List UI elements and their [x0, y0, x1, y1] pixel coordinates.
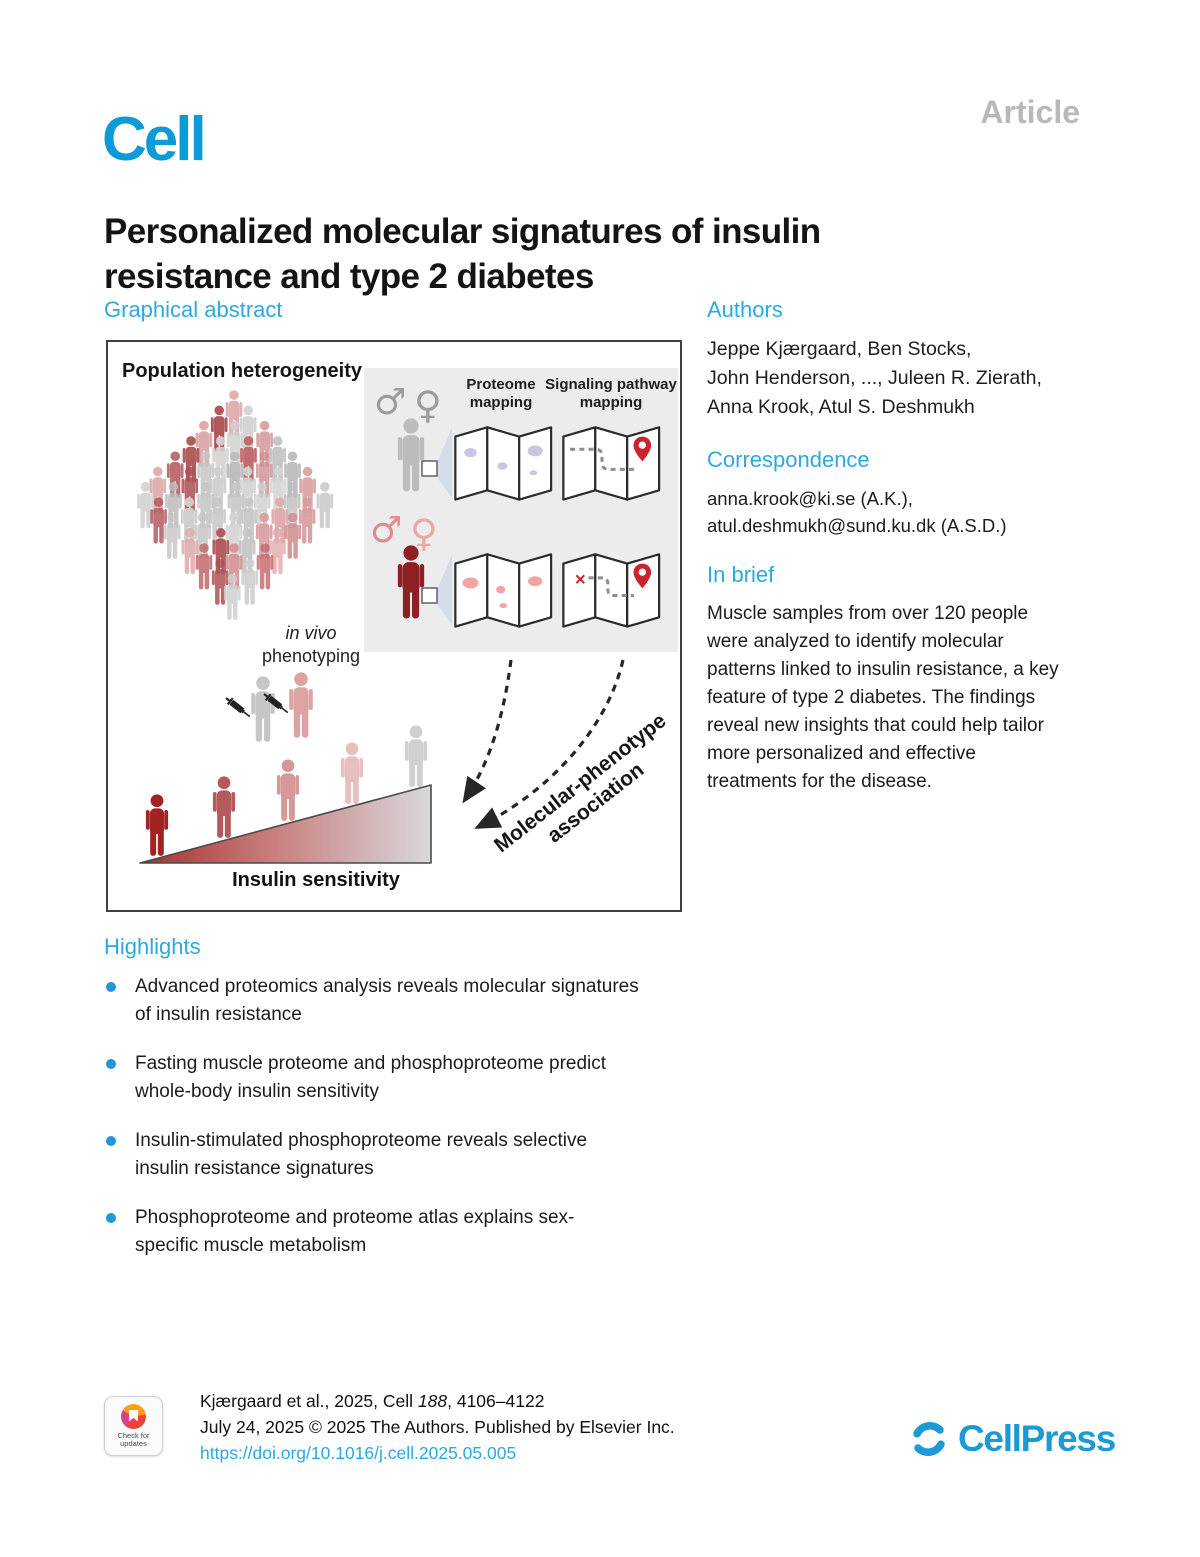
bullet-icon — [106, 1059, 116, 1069]
proteome-map-gray-icon — [454, 426, 553, 501]
association-arrows-icon — [462, 659, 625, 829]
x-mark-icon: ✕ — [574, 573, 586, 589]
cellpress-swirl-icon — [913, 1421, 945, 1457]
person-icon — [212, 776, 236, 838]
omics-mapping-panel: ♂ ♀ ♂ ♀ — [364, 368, 678, 652]
insulin-sensitivity-axis-label: Insulin sensitivity — [232, 869, 400, 891]
correspondence-heading: Correspondence — [707, 447, 870, 472]
highlight-item: Phosphoproteome and proteome atlas expla… — [104, 1204, 744, 1260]
cellpress-logo: CellPress — [908, 1418, 1116, 1460]
citation-block: Kjærgaard et al., 2025, Cell 188, 4106–4… — [200, 1388, 675, 1466]
highlights-heading: Highlights — [104, 934, 201, 959]
cell-journal-logo: Cell — [102, 105, 207, 174]
in-brief-text: feature of type 2 diabetes. The findings — [707, 687, 1036, 708]
in-vivo-phenotyping-label: in vivo phenotyping — [261, 623, 361, 666]
highlight-item: Insulin-stimulated phosphoproteome revea… — [104, 1127, 744, 1183]
in-brief-text: treatments for the disease. — [707, 771, 932, 792]
title-line-2: resistance and type 2 diabetes — [104, 257, 594, 297]
authors-line: Jeppe Kjærgaard, Ben Stocks, — [707, 338, 972, 360]
highlights-section: Highlights Advanced proteomics analysis … — [104, 934, 744, 1260]
signaling-map-red-icon: ✕ — [562, 553, 661, 628]
authors-heading: Authors — [707, 297, 783, 322]
graphical-abstract-heading: Graphical abstract — [104, 297, 283, 322]
person-most-resistant-icon — [145, 794, 169, 856]
map-pin-icon — [633, 436, 652, 462]
page-title: Personalized molecular signatures of ins… — [104, 209, 821, 299]
in-brief-text: reveal new insights that could help tail… — [707, 715, 1044, 736]
in-brief-text: Muscle samples from over 120 people — [707, 603, 1029, 624]
phenotyping-scene-icon — [222, 672, 313, 742]
person-icon — [276, 759, 300, 821]
male-symbol-icon: ♂ — [374, 382, 406, 423]
pink-person-icon — [289, 672, 313, 738]
signaling-map-gray-icon — [562, 426, 661, 501]
in-brief-text: more personalized and effective — [707, 743, 976, 764]
person-icon — [340, 742, 364, 804]
highlight-item: Advanced proteomics analysis reveals mol… — [104, 973, 744, 1029]
gray-person-icon — [397, 418, 425, 492]
person-most-sensitive-icon — [404, 725, 428, 787]
dashed-arrow — [474, 659, 625, 829]
map-pin-icon — [633, 563, 652, 589]
graphical-abstract-figure: Population heterogeneity ♂ ♀ — [106, 340, 682, 912]
female-symbol-pink-icon: ♀ — [410, 511, 438, 555]
title-line-1: Personalized molecular signatures of ins… — [104, 212, 821, 252]
bullet-icon — [106, 1213, 116, 1223]
copyright-line: July 24, 2025 © 2025 The Authors. Publis… — [200, 1417, 675, 1437]
dashed-arrow — [462, 659, 513, 804]
cellpress-wordmark: CellPress — [958, 1418, 1116, 1459]
in-brief-text: patterns linked to insulin resistance, a… — [707, 659, 1059, 680]
correspondence-email: atul.deshmukh@sund.ku.dk (A.S.D.) — [707, 515, 1007, 536]
citation-line: Kjærgaard et al., 2025, Cell 188, 4106–4… — [200, 1391, 545, 1411]
article-type-label: Article — [980, 94, 1080, 130]
correspondence-email: anna.krook@ki.se (A.K.), — [707, 488, 913, 509]
badge-text: Check for updates — [117, 1430, 150, 1448]
in-brief-text: were analyzed to identify molecular — [707, 631, 1004, 652]
population-crowd-icon — [137, 390, 334, 620]
molecular-phenotype-association-label: Molecular-phenotype association — [490, 709, 671, 858]
population-heterogeneity-label: Population heterogeneity — [122, 360, 363, 382]
proteome-mapping-label: Proteome mapping — [466, 376, 536, 411]
check-for-updates-badge[interactable]: Check for updates — [104, 1396, 163, 1456]
biopsy-beam — [437, 428, 452, 498]
crossmark-icon — [121, 1403, 146, 1429]
in-brief-heading: In brief — [707, 562, 775, 587]
authors-line: Anna Krook, Atul S. Deshmukh — [707, 396, 975, 418]
signaling-pathway-mapping-label: Signaling pathway mapping — [545, 376, 677, 411]
dark-red-person-icon — [397, 545, 425, 619]
biopsy-beam — [437, 555, 452, 625]
bullet-icon — [106, 982, 116, 992]
bullet-icon — [106, 1136, 116, 1146]
omics-panel-graphic: ♂ ♀ ♂ ♀ — [370, 382, 661, 628]
syringe-icon — [222, 692, 255, 722]
biopsy-sample-icon — [421, 587, 438, 604]
authors-line: John Henderson, ..., Juleen R. Zierath, — [707, 367, 1042, 389]
male-symbol-pink-icon: ♂ — [370, 510, 402, 551]
female-symbol-icon: ♀ — [414, 383, 442, 427]
gray-person-icon — [251, 676, 275, 742]
highlight-item: Fasting muscle proteome and phosphoprote… — [104, 1050, 744, 1106]
biopsy-sample-icon — [421, 460, 438, 477]
syringe-icon — [259, 688, 293, 718]
doi-link[interactable]: https://doi.org/10.1016/j.cell.2025.05.0… — [200, 1443, 517, 1463]
gradient-triangle — [139, 784, 432, 864]
info-column: Authors Jeppe Kjærgaard, Ben Stocks, Joh… — [707, 297, 1095, 796]
insulin-sensitivity-ramp — [139, 725, 432, 864]
proteome-map-red-icon — [454, 553, 553, 628]
